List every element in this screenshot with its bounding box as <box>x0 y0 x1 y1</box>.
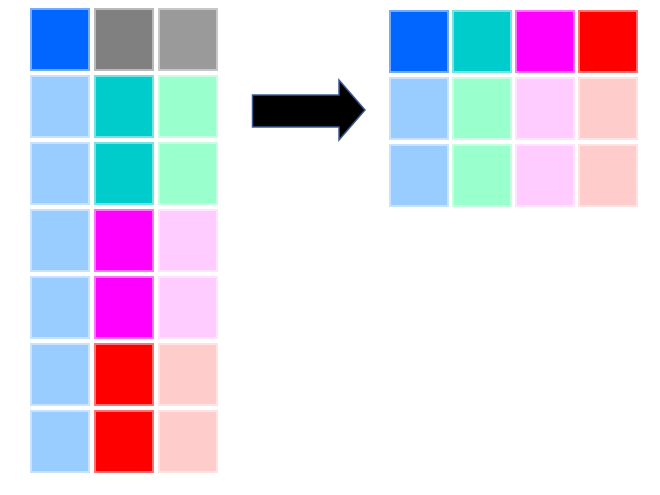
result-table-cell-r3-c1-light-blue <box>389 144 449 207</box>
source-table-cell-r6-c3-light-salmon <box>158 343 218 406</box>
source-table-cell-r4-c1-light-blue <box>30 209 90 272</box>
source-table-cell-r3-c1-light-blue <box>30 142 90 205</box>
source-table-cell-r4-c3-light-pink <box>158 209 218 272</box>
source-table-cell-r2-c2-teal <box>94 75 154 138</box>
source-table-cell-r5-c3-light-pink <box>158 276 218 339</box>
source-table-cell-r1-c1-blue <box>30 8 90 71</box>
source-table-cell-r7-c1-light-blue <box>30 410 90 473</box>
transform-arrow-icon <box>251 78 366 142</box>
result-table-cell-r2-c2-mint <box>452 77 512 140</box>
result-table-cell-r1-c3-magenta <box>515 10 575 73</box>
result-table-cell-r1-c2-teal <box>452 10 512 73</box>
source-table-cell-r5-c1-light-blue <box>30 276 90 339</box>
source-table-cell-r4-c2-magenta <box>94 209 154 272</box>
result-table-cell-r2-c4-light-salmon <box>578 77 638 140</box>
result-table-cell-r2-c3-light-pink <box>515 77 575 140</box>
source-table-cell-r3-c3-mint <box>158 142 218 205</box>
source-table-cell-r7-c3-light-salmon <box>158 410 218 473</box>
result-table-cell-r3-c2-mint <box>452 144 512 207</box>
source-table <box>30 8 218 473</box>
result-table-cell-r3-c4-light-salmon <box>578 144 638 207</box>
result-table <box>389 10 638 207</box>
source-table-cell-r7-c2-red <box>94 410 154 473</box>
source-table-cell-r6-c1-light-blue <box>30 343 90 406</box>
source-table-cell-r2-c1-light-blue <box>30 75 90 138</box>
source-table-cell-r1-c3-light-gray <box>158 8 218 71</box>
result-table-cell-r1-c1-blue <box>389 10 449 73</box>
source-table-cell-r2-c3-mint <box>158 75 218 138</box>
result-table-cell-r1-c4-red <box>578 10 638 73</box>
source-table-cell-r1-c2-dark-gray <box>94 8 154 71</box>
source-table-cell-r6-c2-red <box>94 343 154 406</box>
result-table-cell-r2-c1-light-blue <box>389 77 449 140</box>
source-table-cell-r3-c2-teal <box>94 142 154 205</box>
result-table-cell-r3-c3-light-pink <box>515 144 575 207</box>
source-table-cell-r5-c2-magenta <box>94 276 154 339</box>
